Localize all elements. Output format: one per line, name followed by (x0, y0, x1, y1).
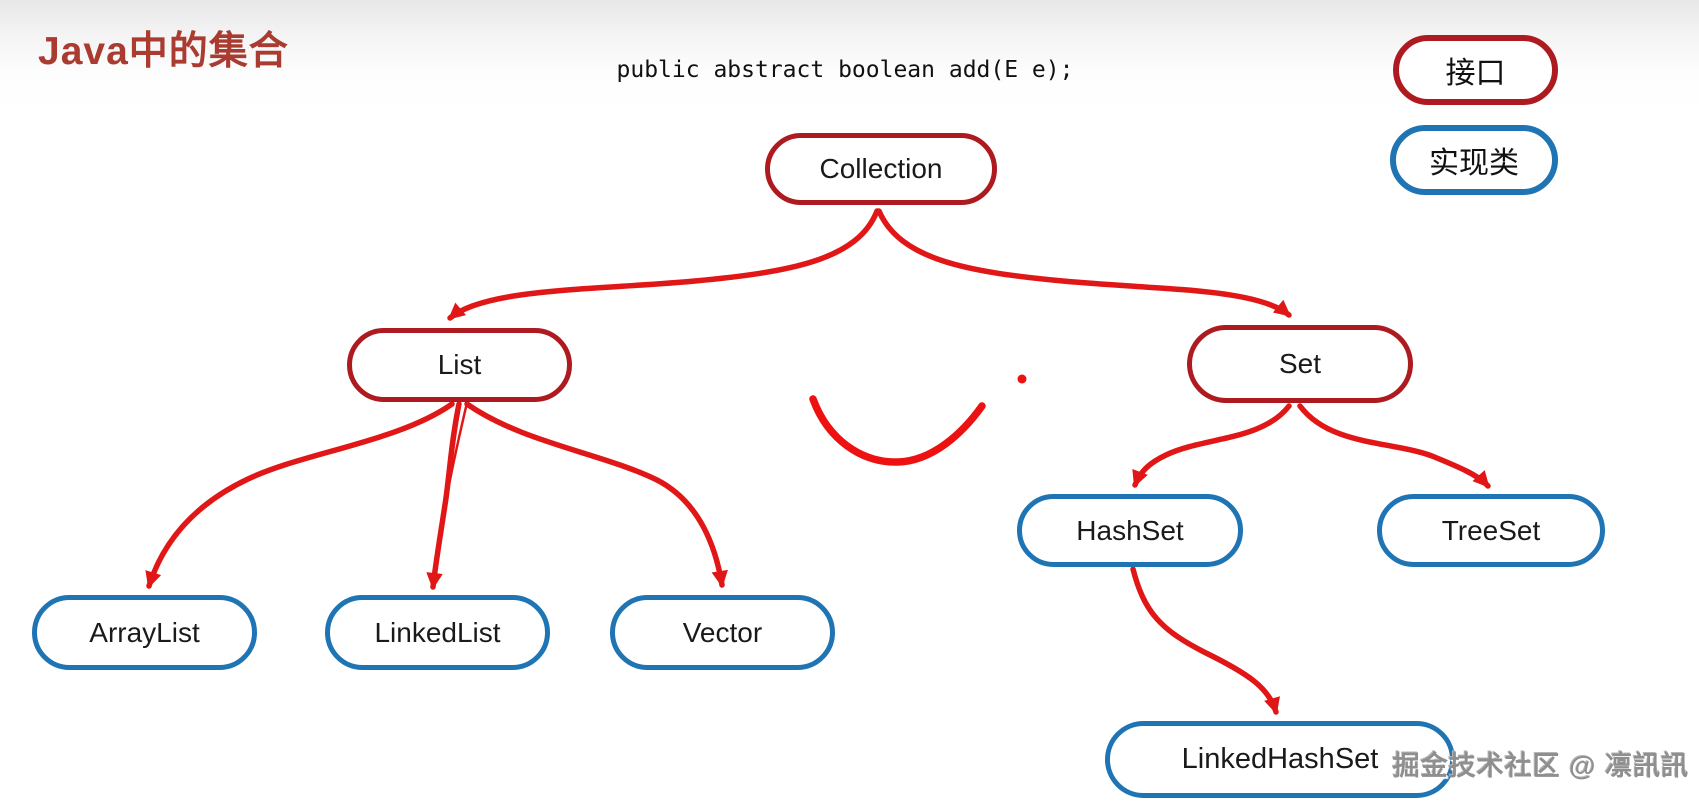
node-linkedlist-label: LinkedList (374, 616, 501, 648)
ink-dot (1017, 374, 1027, 384)
edge-set-to-hashset (1132, 403, 1292, 488)
watermark: 掘金技术社区 @ 凛訊訊 (1392, 751, 1689, 781)
node-collection: Collection (765, 133, 997, 205)
node-hashset-label: HashSet (1076, 514, 1184, 546)
node-set-label: Set (1278, 348, 1322, 379)
code-snippet: public abstract boolean add(E e); (616, 57, 1074, 83)
node-vector: Vector (610, 595, 835, 670)
legend-interface-pill: 接口 (1393, 35, 1558, 105)
node-linkedhashset: LinkedHashSet (1105, 721, 1455, 798)
legend-class-pill: 实现类 (1390, 125, 1558, 195)
node-treeset: TreeSet (1377, 494, 1605, 567)
node-treeset-label: TreeSet (1441, 514, 1541, 546)
hand-drawn-squiggle (809, 395, 986, 466)
page-title: Java中的集合 (38, 30, 289, 73)
node-vector-label: Vector (682, 616, 763, 648)
node-arraylist-label: ArrayList (89, 616, 200, 648)
legend-class-label: 实现类 (1429, 147, 1519, 180)
node-linkedhashset-label: LinkedHashSet (1181, 743, 1379, 775)
edge-list-to-arraylist (145, 401, 455, 589)
edge-list-to-linkedlist-overdraw (445, 405, 468, 498)
edge-collection-to-set (876, 208, 1292, 318)
edge-hashset-to-linkedhashset (1130, 566, 1280, 715)
node-hashset: HashSet (1017, 494, 1243, 567)
node-set: Set (1187, 325, 1413, 403)
node-collection-label: Collection (819, 153, 943, 184)
node-arraylist: ArrayList (32, 595, 257, 670)
legend-interface-label: 接口 (1445, 57, 1506, 90)
edge-set-to-treeset (1297, 403, 1491, 489)
node-linkedlist: LinkedList (325, 595, 550, 670)
edge-list-to-vector (464, 401, 728, 588)
node-list: List (347, 328, 572, 402)
edge-collection-to-list (447, 208, 880, 321)
edge-list-to-linkedlist (426, 401, 462, 590)
node-list-label: List (437, 349, 482, 380)
